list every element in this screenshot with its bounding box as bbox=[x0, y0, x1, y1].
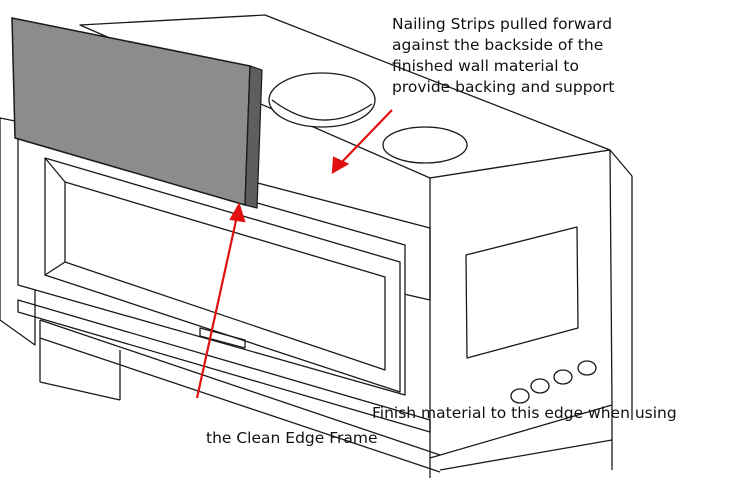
side-window bbox=[465, 226, 579, 359]
glass-frame bbox=[44, 157, 401, 393]
flue-opening-small bbox=[382, 126, 468, 164]
callout-line: finished wall material to bbox=[392, 57, 579, 75]
front-face bbox=[17, 134, 406, 396]
finish-material-callout-line2: the Clean Edge Frame bbox=[206, 429, 378, 447]
nailing-strips-callout: Nailing Strips pulled forward against th… bbox=[392, 14, 614, 98]
finish-material-callout-line1: Finish material to this edge when using bbox=[372, 404, 677, 422]
glass-viewing-area bbox=[64, 181, 386, 371]
callout-line: Nailing Strips pulled forward bbox=[392, 15, 613, 33]
arrow-nailing-strips bbox=[339, 109, 393, 165]
callout-line: provide backing and support bbox=[392, 78, 615, 96]
flue-opening-large bbox=[268, 72, 376, 128]
callout-line: against the backside of the bbox=[392, 36, 604, 54]
arrow-clean-edge bbox=[195, 215, 239, 399]
